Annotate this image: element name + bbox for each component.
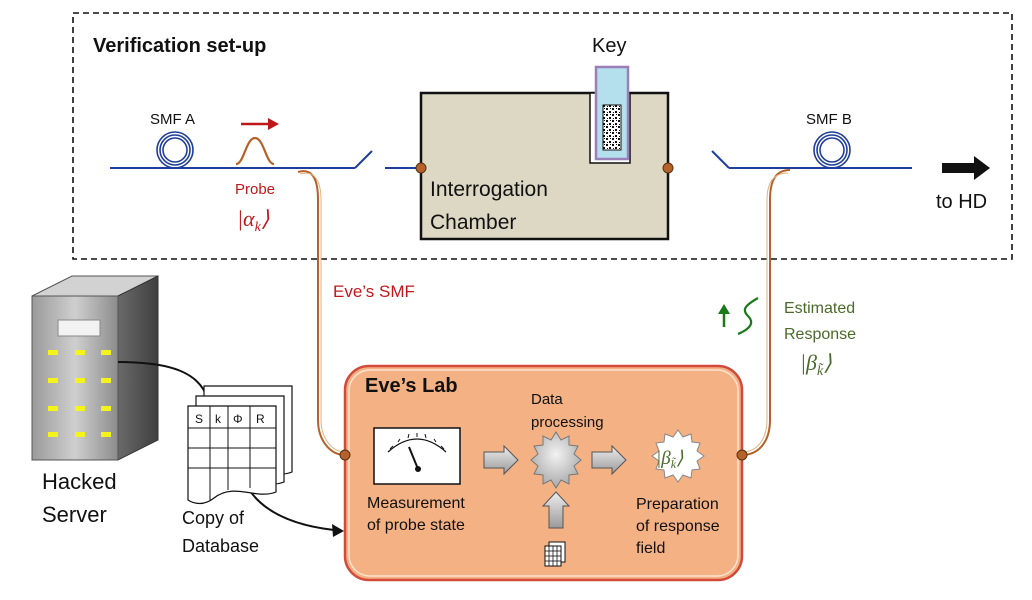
- database-to-lab-arrow-head: [332, 524, 344, 537]
- db-header-r: R: [256, 412, 265, 426]
- probe-pulse: [235, 136, 275, 166]
- data-processing-label-2: processing: [531, 414, 604, 431]
- server-icon: [31, 275, 159, 461]
- meter-ticks: [389, 433, 445, 450]
- smf-a-coil: [156, 131, 194, 169]
- beta-state: |βk̃⟩: [800, 350, 832, 379]
- gear-icon: [530, 431, 582, 489]
- switch-left: [354, 150, 373, 169]
- response-arrow-head: [718, 304, 730, 314]
- server-label-1: Hacked: [42, 469, 117, 494]
- eve-lab-inner: [348, 369, 739, 577]
- probe-label: Probe: [235, 181, 275, 198]
- probe-arrow-head: [268, 118, 279, 130]
- response-pulse: [737, 297, 759, 336]
- to-hd-label: to HD: [936, 191, 987, 213]
- meter-scale: [387, 438, 447, 453]
- eve-smf-label: Eve’s SMF: [333, 282, 415, 301]
- meter-needle: [408, 446, 419, 470]
- probe-state: |αk⟩: [237, 206, 270, 235]
- mini-database-icon: [544, 541, 566, 567]
- estimated-label-1: Estimated: [784, 300, 855, 317]
- database-document: [187, 385, 293, 505]
- chamber-label-2: Chamber: [430, 211, 516, 234]
- eve-fiber-left: [297, 170, 346, 456]
- meter-pivot: [415, 466, 421, 472]
- measure-label-2: of probe state: [367, 517, 465, 534]
- server-label-2: Server: [42, 502, 107, 527]
- switch-right: [711, 150, 730, 169]
- to-hd-arrow: [942, 156, 990, 180]
- chamber-port-left: [415, 162, 427, 174]
- smf-b-label: SMF B: [806, 111, 852, 128]
- key-label: Key: [592, 35, 626, 57]
- arrow-from-database: [541, 491, 571, 529]
- prep-label-1: Preparation: [636, 496, 719, 513]
- data-processing-label-1: Data: [531, 391, 563, 408]
- smf-b-coil: [813, 131, 851, 169]
- measure-label-1: Measurement: [367, 495, 465, 512]
- prep-label-2: of response: [636, 518, 720, 535]
- arrow-to-preparation: [591, 444, 627, 476]
- arrow-to-processing: [483, 444, 519, 476]
- db-header-k: k: [215, 412, 222, 426]
- eve-fiber-right-edge: [741, 172, 789, 453]
- eve-fiber-left-edge: [299, 172, 346, 453]
- eve-lab-title: Eve’s Lab: [365, 375, 458, 397]
- meter-icon: [373, 427, 461, 485]
- eve-fiber-right: [741, 169, 791, 456]
- verification-box: [72, 12, 1013, 260]
- chamber-label-1: Interrogation: [430, 178, 548, 201]
- smf-a-label: SMF A: [150, 111, 195, 128]
- database-label-1: Copy of: [182, 508, 245, 528]
- response-field-seal: [651, 429, 705, 483]
- database-to-lab-arrow: [247, 487, 335, 531]
- lab-port-right: [736, 449, 748, 461]
- db-header-phi: Φ: [233, 412, 243, 426]
- database-label-2: Database: [182, 536, 259, 556]
- estimated-label-2: Response: [784, 326, 856, 343]
- lab-port-left: [339, 449, 351, 461]
- chamber-port-right: [662, 162, 674, 174]
- seal-beta-state: |βk̃⟩: [656, 448, 684, 471]
- verification-title: Verification set-up: [93, 35, 266, 57]
- prep-label-3: field: [636, 540, 665, 557]
- db-header-s: S: [195, 412, 203, 426]
- key-pattern: [602, 104, 622, 151]
